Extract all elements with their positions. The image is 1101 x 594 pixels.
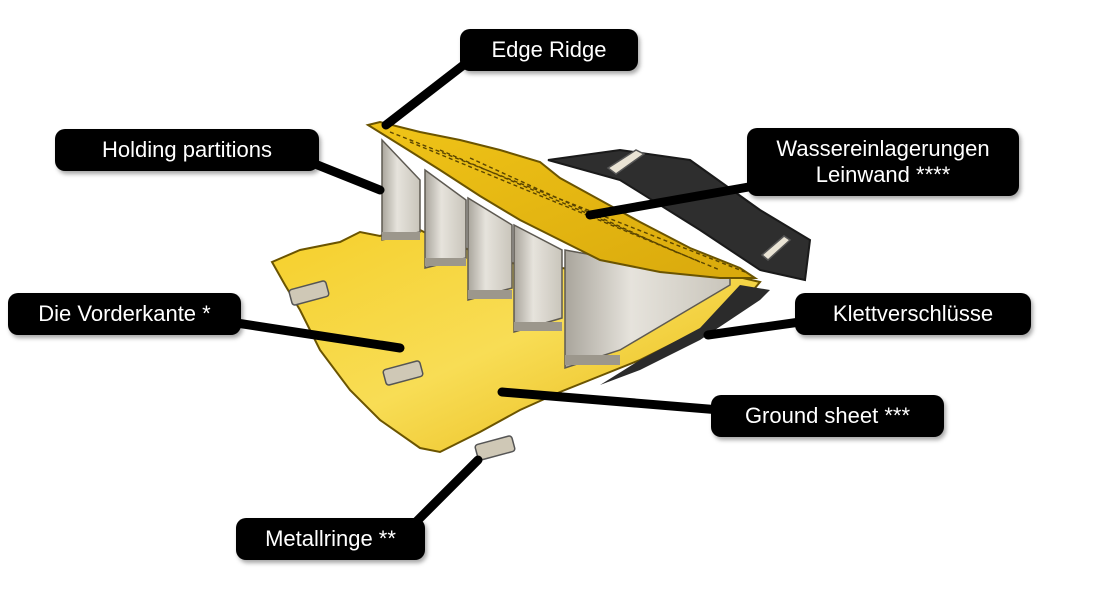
label-edge-ridge-text: Edge Ridge — [491, 37, 607, 62]
ground-sheet-edge — [600, 285, 770, 385]
label-edge-ridge: Edge Ridge — [460, 29, 638, 71]
straps — [606, 149, 792, 261]
label-vorderkante-text: Die Vorderkante * — [38, 301, 211, 326]
roof-stitching — [389, 131, 746, 273]
leader-lines — [225, 55, 805, 535]
label-metallringe: Metallringe ** — [236, 518, 425, 560]
label-holding-partitions: Holding partitions — [55, 129, 319, 171]
label-klettverschluesse-text: Klettverschlüsse — [832, 301, 994, 326]
label-ground-sheet-text: Ground sheet *** — [744, 403, 911, 428]
label-klettverschluesse: Klettverschlüsse — [795, 293, 1031, 335]
label-wasser-line1: Wassereinlagerungen — [776, 136, 990, 161]
label-wasser-line2: Leinwand **** — [815, 162, 951, 187]
partition-bases — [382, 232, 620, 365]
label-metallringe-text: Metallringe ** — [265, 526, 396, 551]
label-ground-sheet: Ground sheet *** — [711, 395, 944, 437]
metal-rings — [288, 280, 516, 461]
label-wassereinlagerungen: Wassereinlagerungen Leinwand **** — [747, 128, 1019, 196]
label-vorderkante: Die Vorderkante * — [8, 293, 241, 335]
label-holding-partitions-text: Holding partitions — [102, 137, 272, 162]
partitions — [381, 138, 731, 370]
